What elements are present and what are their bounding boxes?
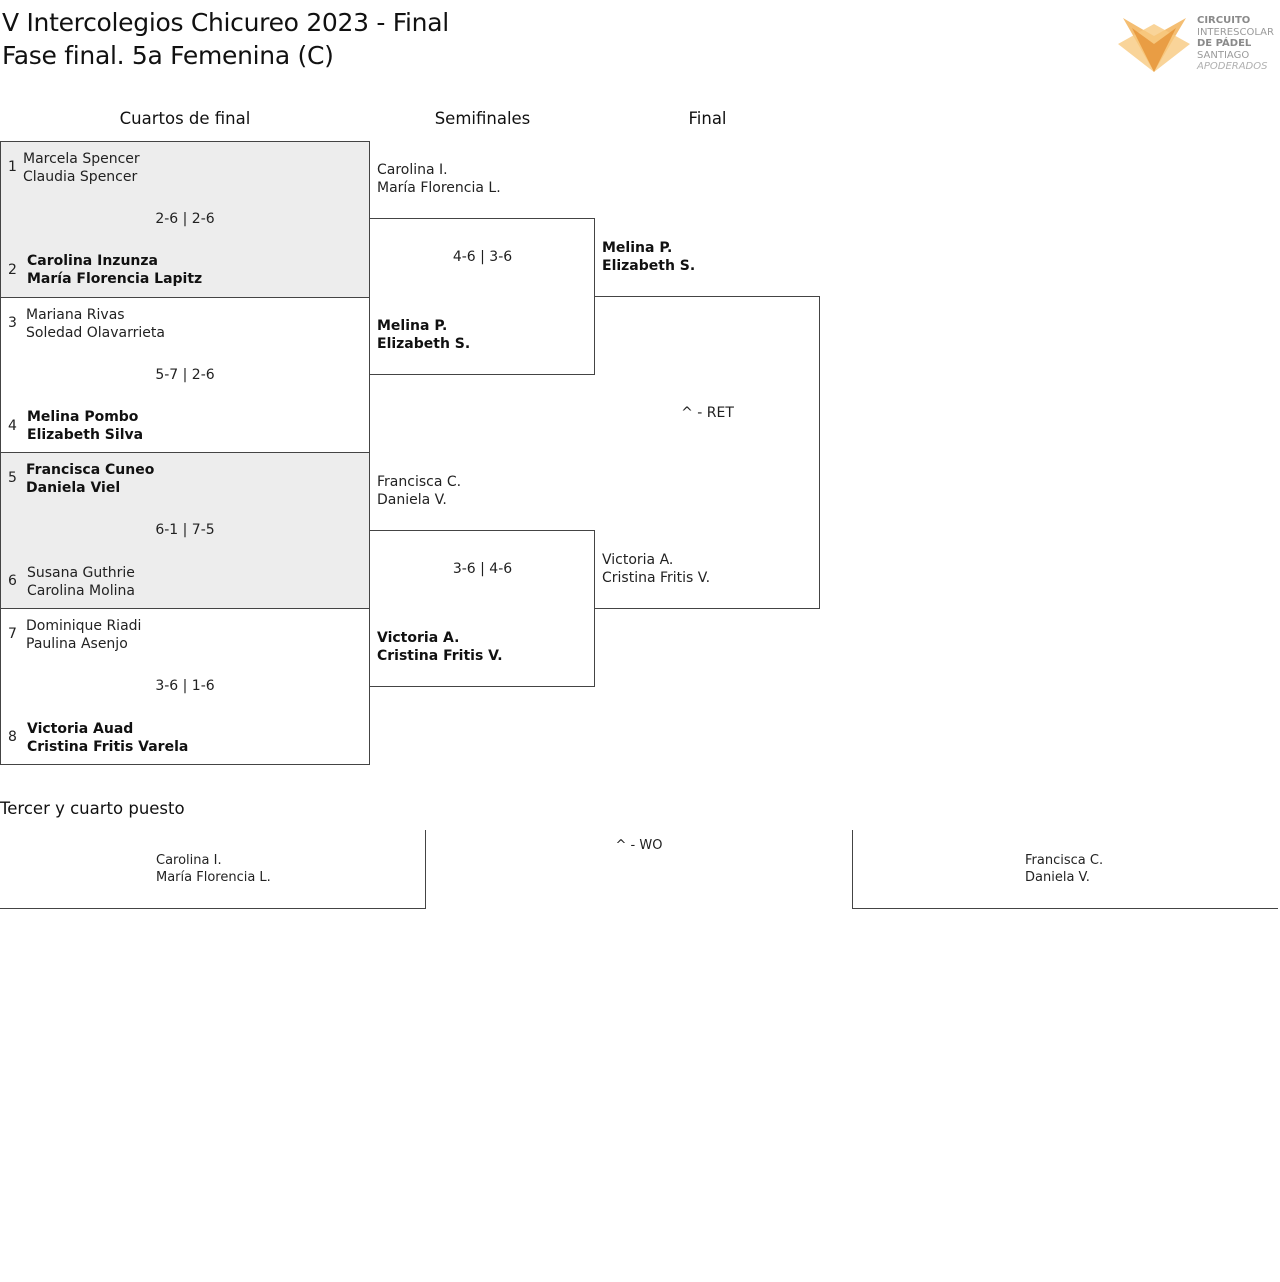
team-pair: Carolina I. María Florencia L. — [156, 852, 271, 886]
player-name: Francisca C. — [377, 474, 462, 490]
third-place-left-bracket — [0, 830, 426, 909]
player-name: Elizabeth Silva — [27, 427, 144, 443]
player-name: Melina Pombo — [27, 409, 139, 425]
team-pair: Marcela Spencer Claudia Spencer — [23, 150, 140, 186]
player-name: Elizabeth S. — [377, 336, 471, 352]
player-name: Daniela V. — [377, 492, 447, 508]
team-pair: Francisca C. Daniela V. — [377, 473, 461, 509]
round-header-quarterfinals: Cuartos de final — [119, 109, 251, 128]
seed-number: 3 — [8, 315, 17, 331]
player-name: Carolina Inzunza — [27, 253, 158, 269]
winning-team-pair: Victoria A. Cristina Fritis V. — [377, 629, 503, 665]
player-name: Claudia Spencer — [23, 169, 138, 185]
seed-number: 4 — [8, 418, 17, 434]
seed-number: 6 — [8, 573, 17, 589]
player-name: Daniela V. — [1025, 870, 1090, 885]
seed-number: 5 — [8, 470, 17, 486]
seed-number: 8 — [8, 729, 17, 745]
winning-team-pair: Melina P. Elizabeth S. — [602, 239, 695, 275]
page-subtitle: Fase final. 5a Femenina (C) — [2, 41, 334, 70]
page-title: V Intercolegios Chicureo 2023 - Final — [2, 8, 449, 37]
team-pair: Susana Guthrie Carolina Molina — [27, 564, 135, 600]
player-name: Mariana Rivas — [26, 307, 125, 323]
team-pair: Victoria A. Cristina Fritis V. — [602, 551, 710, 587]
player-name: Cristina Fritis Varela — [27, 739, 189, 755]
round-header-semifinals: Semifinales — [434, 109, 531, 128]
player-name: María Florencia Lapitz — [27, 271, 203, 287]
team-pair: Dominique Riadi Paulina Asenjo — [26, 617, 141, 653]
player-name: Carolina I. — [377, 162, 448, 178]
third-place-title: Tercer y cuarto puesto — [0, 799, 185, 818]
player-name: Soledad Olavarrieta — [26, 325, 165, 341]
winning-team-pair: Melina P. Elizabeth S. — [377, 317, 470, 353]
player-name: Victoria Auad — [27, 721, 134, 737]
match-score: 3-6 | 1-6 — [155, 678, 215, 694]
player-name: Dominique Riadi — [26, 618, 142, 634]
player-name: Susana Guthrie — [27, 565, 135, 581]
player-name: Elizabeth S. — [602, 258, 696, 274]
match-score: 5-7 | 2-6 — [155, 367, 215, 383]
round-header-final: Final — [688, 109, 727, 128]
winning-team-pair: Melina Pombo Elizabeth Silva — [27, 408, 143, 444]
quarterfinal-match-1: 1 Marcela Spencer Claudia Spencer 2-6 | … — [0, 141, 370, 298]
seed-number: 2 — [8, 262, 17, 278]
match-score: ^ - WO — [615, 838, 663, 853]
player-name: Marcela Spencer — [23, 151, 140, 167]
player-name: Francisca C. — [1025, 853, 1104, 868]
player-name: Carolina I. — [156, 853, 222, 868]
player-name: María Florencia L. — [377, 180, 501, 196]
match-score: 6-1 | 7-5 — [155, 522, 215, 538]
winning-team-pair: Victoria Auad Cristina Fritis Varela — [27, 720, 188, 756]
player-name: Cristina Fritis V. — [602, 570, 711, 586]
logo-text: CIRCUITO INTERESCOLAR DE PÁDEL SANTIAGO … — [1197, 15, 1274, 72]
player-name: Melina P. — [602, 240, 673, 256]
player-name: Melina P. — [377, 318, 448, 334]
team-pair: Mariana Rivas Soledad Olavarrieta — [26, 306, 165, 342]
team-pair: Carolina I. María Florencia L. — [377, 161, 501, 197]
match-score: 3-6 | 4-6 — [452, 561, 513, 577]
semifinal-bracket-1 — [370, 218, 595, 375]
match-score: 4-6 | 3-6 — [452, 249, 513, 265]
player-name: Cristina Fritis V. — [377, 648, 503, 664]
final-bracket — [595, 296, 820, 609]
player-name: Victoria A. — [377, 630, 460, 646]
quarterfinal-match-4: 7 Dominique Riadi Paulina Asenjo 3-6 | 1… — [0, 608, 370, 765]
semifinal-bracket-2 — [370, 530, 595, 687]
match-score: ^ - RET — [681, 405, 734, 421]
circuit-logo-icon — [1118, 18, 1190, 72]
quarterfinal-match-3: 5 Francisca Cuneo Daniela Viel 6-1 | 7-5… — [0, 452, 370, 609]
player-name: Francisca Cuneo — [26, 462, 155, 478]
winning-team-pair: Carolina Inzunza María Florencia Lapitz — [27, 252, 202, 288]
player-name: Paulina Asenjo — [26, 636, 128, 652]
seed-number: 1 — [8, 159, 17, 175]
third-place-right-bracket — [852, 830, 1278, 909]
player-name: Carolina Molina — [27, 583, 135, 599]
match-score: 2-6 | 2-6 — [155, 211, 215, 227]
quarterfinal-match-2: 3 Mariana Rivas Soledad Olavarrieta 5-7 … — [0, 297, 370, 454]
winning-team-pair: Francisca Cuneo Daniela Viel — [26, 461, 154, 497]
player-name: Daniela Viel — [26, 480, 121, 496]
player-name: María Florencia L. — [156, 870, 271, 885]
player-name: Victoria A. — [602, 552, 674, 568]
team-pair: Francisca C. Daniela V. — [1025, 852, 1103, 886]
seed-number: 7 — [8, 626, 17, 642]
